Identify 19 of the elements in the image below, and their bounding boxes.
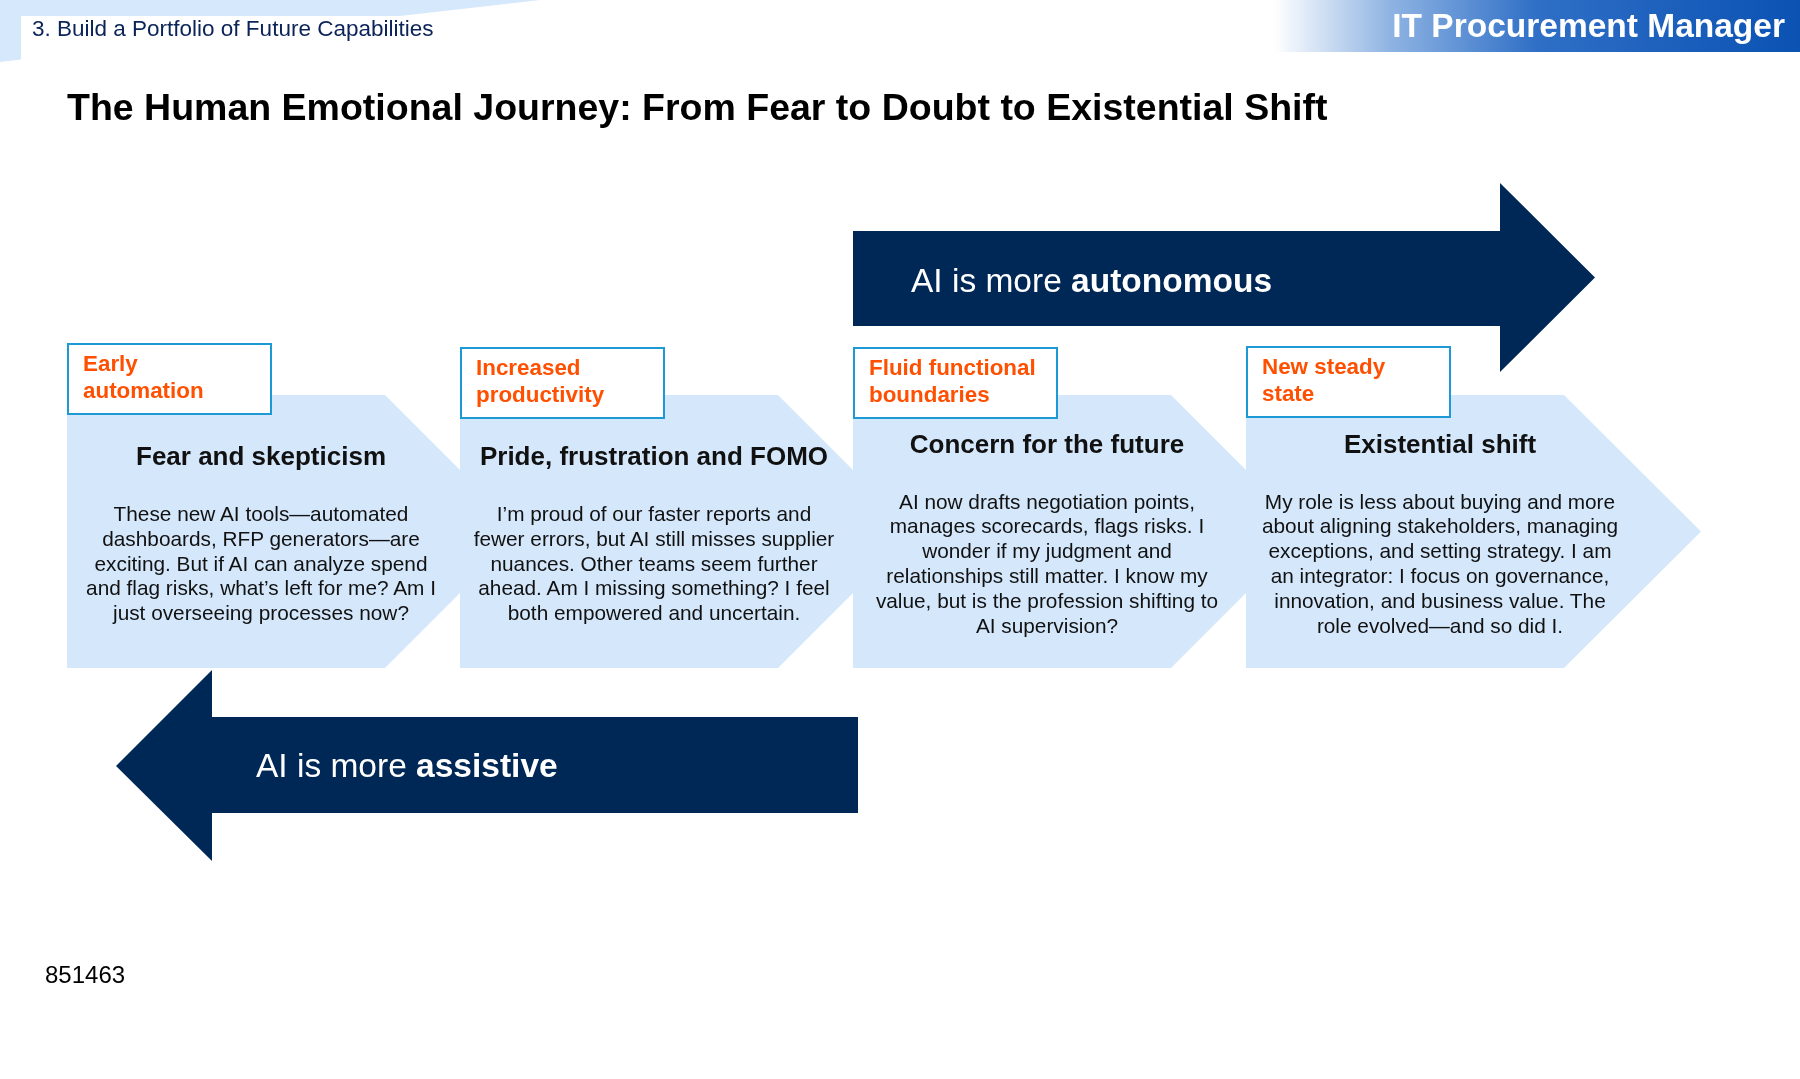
arrow-label: AI is more autonomous <box>911 261 1273 301</box>
step-description: I’m proud of our faster reports and fewer errors, but AI still misses supplier nuances. Other teams seem further ahead. Am I missing something? I feel both empowered and uncertain. <box>472 502 836 626</box>
arrow-label: AI is more assistive <box>256 746 558 786</box>
stage-tag: Fluid functional boundaries <box>853 347 1058 419</box>
step-heading: Existential shift <box>1343 428 1537 459</box>
stage-tag: New steady state <box>1246 346 1451 418</box>
step-description: These new AI tools—automated dashboards, RFP generators—are exciting. But if AI can analyze spend and flag risks, what’s left for me? Am I just overseeing processes now? <box>85 502 437 626</box>
role-title: IT Procurement Manager <box>1392 6 1785 46</box>
step-heading: Fear and skepticism <box>136 441 386 471</box>
step-description: AI now drafts negotiation points, manages scorecards, flags risks. I wonder if my judgment and relationships still matter. I know my value, but is the profession shifting to AI supervision? <box>874 489 1220 639</box>
section-title: 3. Build a Portfolio of Future Capabilities <box>32 16 434 42</box>
step-description: My role is less about buying and more about aligning stakeholders, managing exceptions, and setting strategy. I am an integrator: I focus on governance, innovation, and business value. The role evolved—and so did I. <box>1260 489 1620 639</box>
stage-tag: Increased productivity <box>460 347 665 419</box>
direction-arrow <box>116 670 858 861</box>
step-heading: Pride, frustration and FOMO <box>479 441 829 471</box>
page-title: The Human Emotional Journey: From Fear to Doubt to Existential Shift <box>67 85 1328 129</box>
document-number: 851463 <box>45 961 126 989</box>
stage-tag: Early automation <box>67 343 272 415</box>
step-heading: Concern for the future <box>909 428 1185 459</box>
